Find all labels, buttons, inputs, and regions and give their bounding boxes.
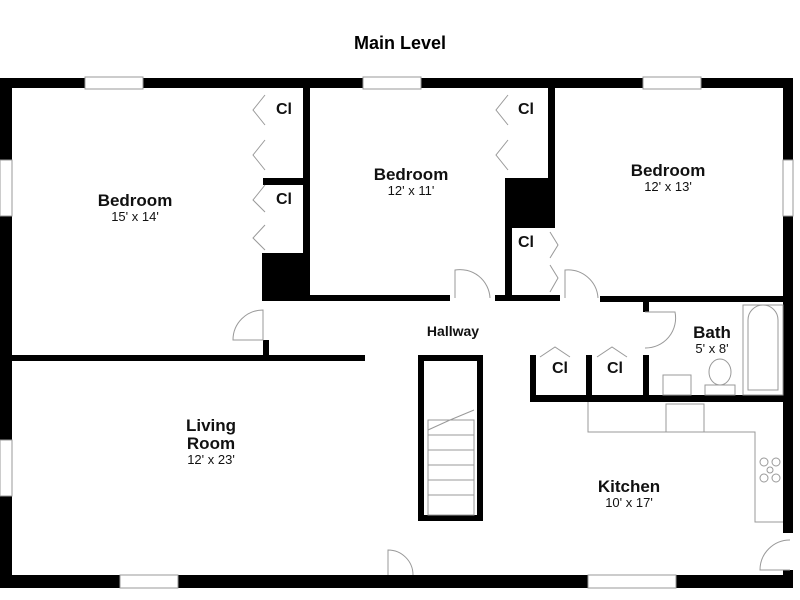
closet-label: Cl [518, 101, 534, 118]
room-dimensions: 15' x 14' [111, 209, 159, 224]
room-label-living-room: Living Room 12' x 23' [186, 417, 236, 467]
room-name: Bath [693, 323, 731, 342]
closet-doors[interactable] [252, 94, 628, 358]
floor-title: Main Level [353, 33, 447, 53]
staircase[interactable] [418, 355, 483, 521]
windows [0, 76, 794, 589]
room-name: Bedroom [97, 191, 173, 210]
room-dimensions: 12' x 11' [387, 183, 435, 198]
room-dimensions: 5' x 8' [695, 341, 729, 356]
closet-label: Cl [552, 360, 568, 377]
interior-walls [12, 88, 785, 402]
kitchen-counters [587, 402, 783, 523]
room-name-line2: Room [186, 434, 236, 453]
bath-fixtures [662, 304, 784, 396]
room-label-bedroom-1: Bedroom 15' x 14' [98, 192, 173, 224]
room-dimensions: 12' x 13' [644, 179, 692, 194]
closet-label: Cl [276, 101, 292, 118]
room-name: Kitchen [597, 477, 661, 496]
room-name: Bedroom [630, 161, 706, 180]
room-dimensions: 10' x 17' [605, 495, 653, 510]
room-name: Bedroom [373, 165, 449, 184]
room-label-hallway: Hallway [426, 323, 480, 339]
room-label-kitchen: Kitchen 10' x 17' [598, 478, 660, 510]
room-label-bedroom-3: Bedroom 12' x 13' [631, 162, 706, 194]
room-label-bath: Bath 5' x 8' [693, 324, 731, 356]
closet-label: Cl [518, 234, 534, 251]
room-dimensions: 12' x 23' [187, 452, 235, 467]
closet-label: Cl [607, 360, 623, 377]
room-label-bedroom-2: Bedroom 12' x 11' [374, 166, 449, 198]
outer-walls [0, 78, 793, 588]
closet-label: Cl [276, 191, 292, 208]
room-name-line1: Living [185, 416, 237, 435]
doors[interactable] [232, 269, 791, 576]
